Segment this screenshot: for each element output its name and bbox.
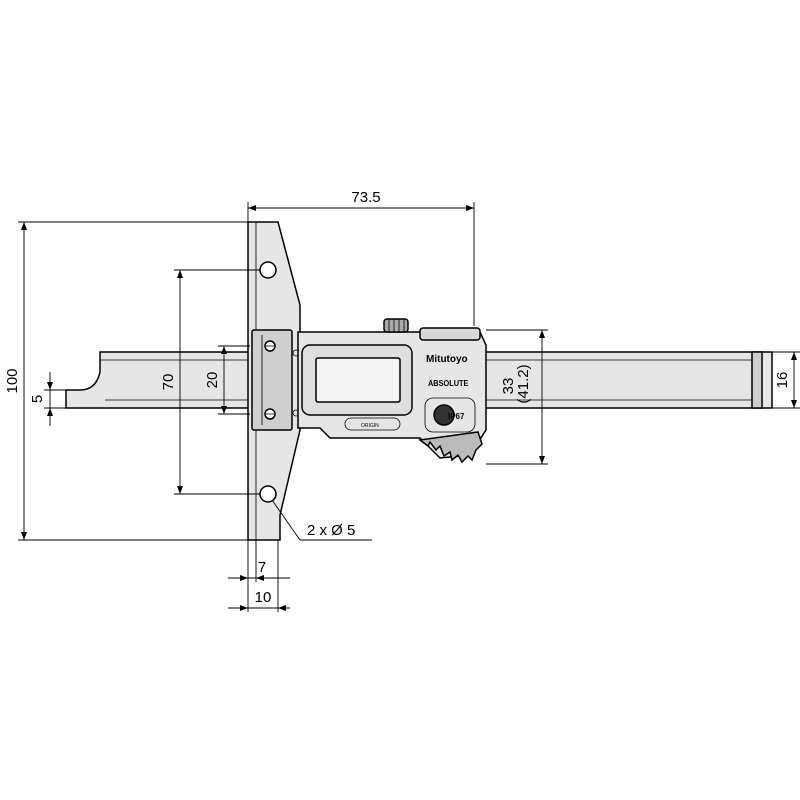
thumb-wheel <box>418 431 483 464</box>
dimension-texts: 73.5 100 70 20 5 33 (41.2) 16 7 10 2 x Ø… <box>4 189 791 606</box>
brand-logo: Mitutoyo <box>426 354 468 365</box>
dim-73-5: 73.5 <box>351 189 380 206</box>
origin-button <box>344 417 401 431</box>
dim-10: 10 <box>255 589 272 606</box>
adjust-knob <box>383 318 409 333</box>
display-head: ORIGIN Mitutoyo ABSOLUTE IP67 <box>297 318 487 464</box>
ip-rating-label: IP67 <box>448 412 465 421</box>
dim-7: 7 <box>258 559 266 576</box>
origin-label: ORIGIN <box>361 423 379 429</box>
lcd-screen <box>315 357 401 403</box>
dim-5: 5 <box>29 395 46 403</box>
dimension-lines <box>18 202 800 612</box>
dim-41-2: (41.2) <box>515 364 532 403</box>
dim-100: 100 <box>4 368 21 393</box>
dim-holes: 2 x Ø 5 <box>307 522 355 539</box>
base <box>247 221 301 541</box>
mount-hole-bottom <box>259 485 277 503</box>
dim-33: 33 <box>500 378 517 395</box>
dim-20: 20 <box>204 372 221 389</box>
ip-badge <box>424 397 476 433</box>
series-logo: ABSOLUTE <box>428 379 468 388</box>
dim-70: 70 <box>160 374 177 391</box>
mount-hole-top <box>259 261 277 279</box>
dim-16: 16 <box>774 372 791 389</box>
